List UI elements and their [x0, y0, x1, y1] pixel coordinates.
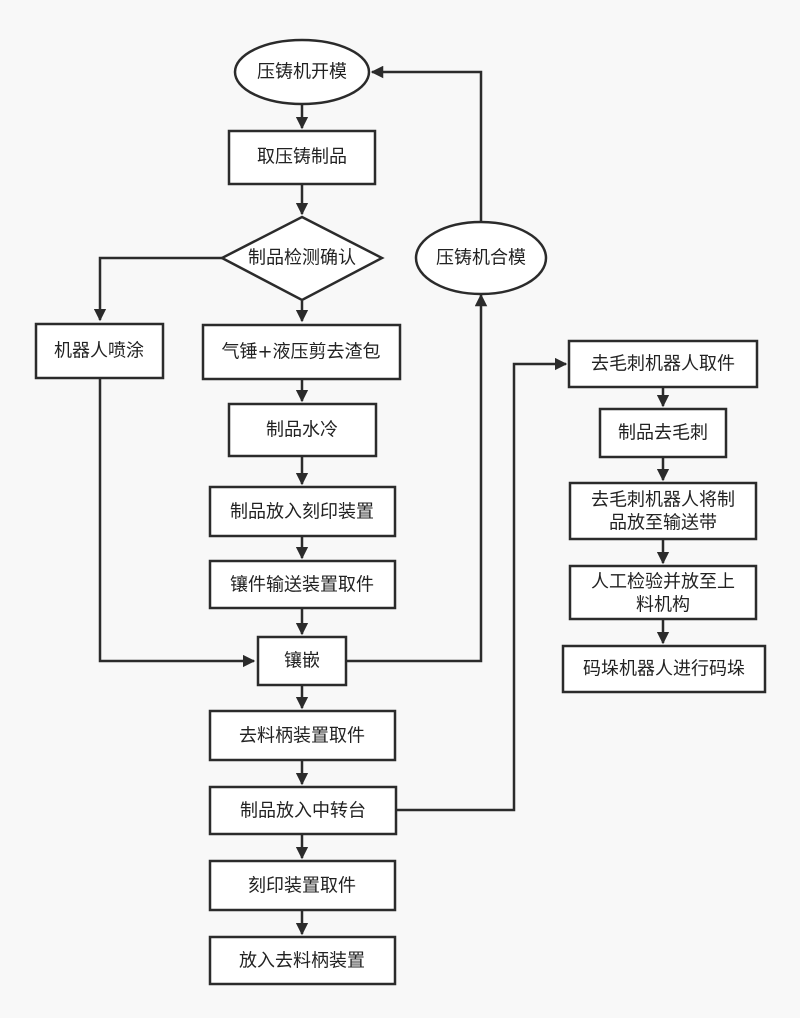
- node-label-line-1: 人工检验并放至上: [591, 572, 735, 593]
- process-box: [567, 339, 759, 389]
- process-box: [568, 481, 758, 541]
- node-label: 镶件输送装置取件: [230, 575, 374, 596]
- node-robot-spray: 机器人喷涂: [34, 322, 165, 380]
- process-box: [208, 485, 397, 538]
- node-manual-check: 人工检验并放至上 料机构: [568, 564, 758, 621]
- node-marking-take: 刻印装置取件: [208, 859, 397, 912]
- node-degate-take: 去料柄装置取件: [208, 709, 397, 762]
- node-label: 制品水冷: [266, 420, 338, 441]
- node-hammer-shear: 气锤+液压剪去渣包: [201, 323, 402, 381]
- node-label: 制品检测确认: [248, 248, 356, 269]
- edge-close-to-open: [370, 65, 483, 221]
- process-box: [208, 709, 397, 762]
- node-label: 制品放入中转台: [240, 801, 366, 822]
- edges: [93, 65, 670, 936]
- node-label-line-1: 去毛刺机器人将制: [591, 490, 735, 511]
- node-label: 压铸机开模: [257, 62, 347, 83]
- node-deburr-place: 去毛刺机器人将制 品放至输送带: [568, 481, 758, 541]
- node-label: 码垛机器人进行码垛: [583, 659, 745, 680]
- edge-inlay-to-close: [346, 293, 488, 663]
- node-label: 制品放入刻印装置: [230, 502, 374, 523]
- node-deburr: 制品去毛刺: [598, 407, 728, 459]
- node-label: 放入去料柄装置: [239, 951, 365, 972]
- node-close-mold: 压铸机合模: [414, 220, 548, 296]
- node-inspect: 制品检测确认: [219, 215, 385, 302]
- node-label: 机器人喷涂: [54, 341, 144, 362]
- node-label: 镶嵌: [284, 651, 320, 672]
- process-box: [208, 559, 397, 610]
- process-box: [568, 564, 758, 621]
- node-label: 去毛刺机器人取件: [591, 354, 735, 375]
- ellipse-shape: [414, 220, 548, 296]
- process-box: [34, 322, 165, 380]
- decision-diamond: [219, 215, 385, 302]
- node-label-line-2: 料机构: [636, 595, 690, 616]
- node-label-line-2: 品放至输送带: [609, 513, 717, 534]
- node-to-degate: 放入去料柄装置: [208, 935, 397, 986]
- edge-transfer-to-deburrtake: [396, 357, 568, 812]
- node-open-mold: 压铸机开模: [233, 38, 371, 106]
- node-to-transfer: 制品放入中转台: [208, 785, 398, 836]
- process-box: [227, 402, 378, 458]
- process-box: [227, 129, 377, 186]
- process-box: [208, 785, 398, 836]
- node-water-cool: 制品水冷: [227, 402, 378, 458]
- node-label: 取压铸制品: [257, 147, 347, 168]
- node-label: 制品去毛刺: [618, 423, 708, 444]
- process-box: [201, 323, 402, 381]
- node-to-marking: 制品放入刻印装置: [208, 485, 397, 538]
- node-deburr-take: 去毛刺机器人取件: [567, 339, 759, 389]
- node-label: 压铸机合模: [436, 248, 526, 269]
- node-label: 气锤+液压剪去渣包: [221, 342, 380, 363]
- edge-inspect-to-spray: [93, 256, 222, 322]
- node-stacking: 码垛机器人进行码垛: [561, 644, 767, 694]
- process-box: [208, 935, 397, 986]
- node-label: 去料柄装置取件: [239, 726, 365, 747]
- process-box: [598, 407, 728, 459]
- node-inlay: 镶嵌: [256, 635, 348, 687]
- node-insert-feed: 镶件输送装置取件: [208, 559, 397, 610]
- process-box: [561, 644, 767, 694]
- node-take-part: 取压铸制品: [227, 129, 377, 186]
- ellipse-shape: [233, 38, 371, 106]
- node-label: 刻印装置取件: [248, 876, 356, 897]
- process-box: [256, 635, 348, 687]
- process-box: [208, 859, 397, 912]
- edge-spray-to-inlay: [98, 379, 256, 668]
